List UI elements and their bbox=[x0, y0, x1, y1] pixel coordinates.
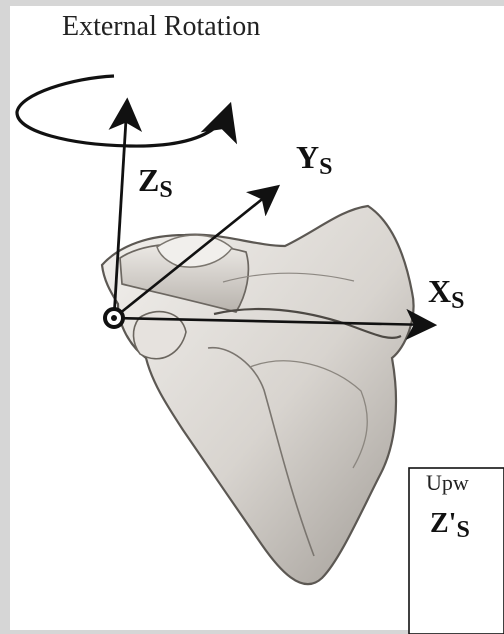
z-axis-letter: Z bbox=[138, 162, 159, 198]
upward-rotation-inset: Upw Z'S bbox=[409, 468, 504, 634]
inset-axis-letter-partial: Z' bbox=[430, 508, 456, 539]
x-axis-letter: X bbox=[428, 273, 451, 309]
inset-title-partial: Upw bbox=[426, 470, 469, 495]
figure-title: External Rotation bbox=[62, 11, 260, 42]
x-axis-subscript: S bbox=[451, 288, 464, 314]
y-axis-letter: Y bbox=[296, 139, 319, 175]
origin-center-dot bbox=[111, 315, 117, 321]
z-axis-subscript: S bbox=[159, 177, 172, 203]
y-axis-subscript: S bbox=[319, 154, 332, 180]
inset-axis-subscript-partial: S bbox=[456, 517, 469, 543]
